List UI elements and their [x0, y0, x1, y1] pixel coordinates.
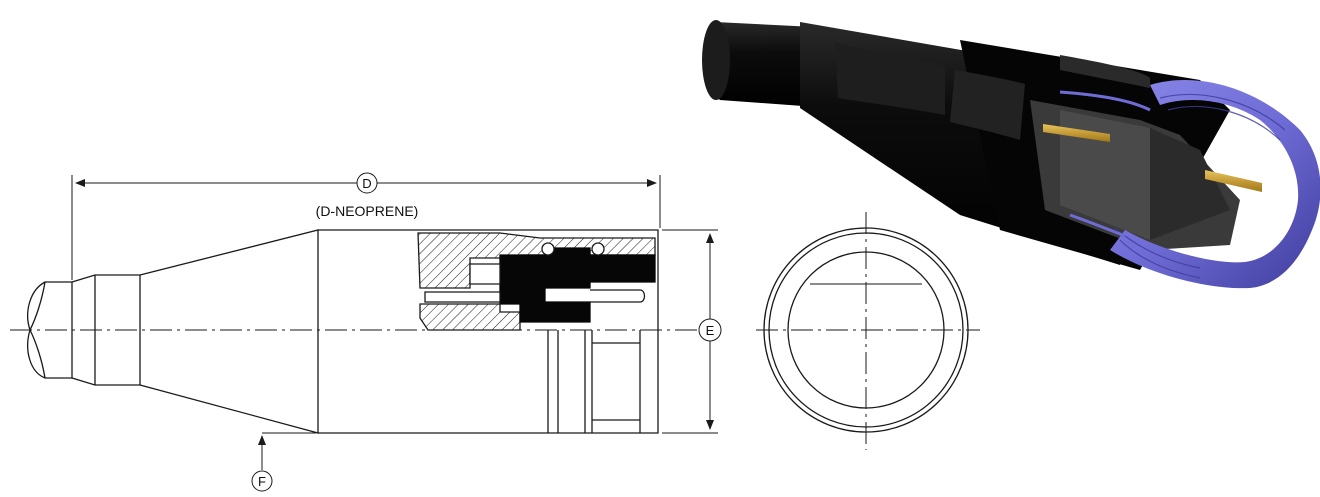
- dimension-d-bubble: D: [356, 172, 378, 194]
- render-contact-pin-1: [1043, 124, 1110, 142]
- neoprene-boot: [139, 229, 319, 434]
- end-view: [756, 212, 980, 450]
- dimension-e-bubble: E: [698, 318, 722, 342]
- end-view-inner-bore: [787, 251, 945, 409]
- section-hatch-lower: [419, 303, 521, 331]
- isometric-cutaway-render: [702, 20, 1320, 289]
- dimension-f-bubble: F: [251, 470, 273, 492]
- strain-relief: [71, 274, 141, 386]
- side-section-view: [10, 175, 718, 470]
- svg-text:E: E: [706, 323, 715, 338]
- svg-text:D: D: [362, 176, 371, 191]
- contact-insert: [499, 247, 656, 323]
- contact-pin-lower: [424, 291, 501, 303]
- socket-slot: [590, 289, 646, 303]
- contact-pin-upper: [469, 263, 501, 285]
- dimension-d-note: (D-NEOPRENE): [316, 203, 419, 219]
- connector-body-outline: [318, 229, 659, 434]
- render-contact-pin-2: [1205, 170, 1262, 192]
- svg-text:F: F: [258, 474, 266, 489]
- end-view-outer-ring: [763, 227, 969, 433]
